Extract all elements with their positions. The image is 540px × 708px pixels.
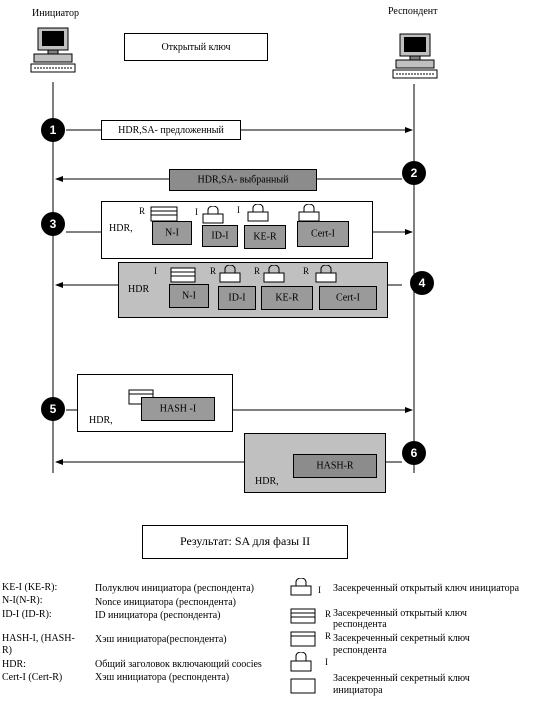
legend-term-id: ID-I (ID-R): [2, 609, 52, 620]
legend-term-hdr: HDR: [2, 659, 26, 670]
legend-public-key-responder-icon [290, 608, 316, 624]
step-4-tag-r1: R [210, 266, 217, 276]
legend-key-2-tag: R [325, 609, 332, 619]
legend-term-hash-2: R) [2, 645, 12, 656]
step-4-badge: 4 [410, 271, 434, 295]
step-3-hdr: HDR, [109, 223, 133, 234]
legend-term-ke: KE-I (KE-R): [2, 582, 58, 593]
step-6-hdr: HDR, [255, 476, 279, 487]
step-4-tag-i: I [154, 266, 157, 276]
step-3-field-certi: Cert-I [297, 221, 349, 247]
step-4-field-ni: N-I [169, 284, 209, 308]
legend-secret-key-initiator-icon [290, 678, 316, 694]
step-3-lock-icon [298, 204, 320, 222]
legend-key-1-tag: I [318, 585, 321, 595]
legend-key-3-text: Засекреченный секретный ключ [333, 633, 470, 644]
step-4-tag-r2: R [254, 266, 261, 276]
initiator-label: Инициатор [32, 8, 80, 19]
step-3-badge: 3 [41, 212, 65, 236]
step-1-message-box: HDR,SA- предложенный [101, 120, 241, 140]
legend-key-3-tag: R [325, 631, 332, 641]
step-3-field-idi: ID-I [202, 225, 238, 247]
legend-key-2-text2: респондента [333, 619, 387, 630]
step-4-lock-r3-icon [315, 265, 337, 283]
step-4-key-i-icon [170, 267, 196, 283]
legend-desc-cert: Хэш инициатора (респондента) [95, 672, 230, 683]
legend-term-hash: HASH-I, (HASH- [2, 633, 75, 644]
public-key-box: Открытый ключ [124, 33, 268, 61]
legend-key-3-text2: респондента [333, 645, 387, 656]
legend-key-5-text2: инициатора [333, 685, 383, 696]
step-3-field-ni: N-I [152, 221, 192, 245]
step-4-lock-r2-icon [263, 265, 285, 283]
step-4-tag-r3: R [303, 266, 310, 276]
legend-desc-n: Nonce инициатора (респондента) [95, 597, 237, 608]
step-3-lock-i1-icon [202, 206, 224, 224]
legend-public-key-initiator-icon [290, 578, 312, 596]
step-3-lock-i2-icon [247, 204, 269, 222]
step-5-payload: HDR, HASH -I [77, 374, 233, 432]
step-6-badge: 6 [402, 441, 426, 465]
responder-computer-icon [392, 33, 438, 79]
step-1-message: HDR,SA- предложенный [118, 125, 224, 136]
legend-desc-id: ID инициатора (респондента) [95, 610, 221, 621]
legend-key-5-text: Засекреченный секретный ключ [333, 673, 470, 684]
step-3-tag-i1: I [195, 207, 198, 217]
step-4-field-idi: ID-I [218, 286, 256, 310]
step-3-key-r-icon [150, 206, 178, 222]
result-box: Результат: SA для фазы II [142, 525, 348, 559]
legend-term-cert: Cert-I (Cert-R) [2, 672, 63, 683]
step-2-badge: 2 [402, 161, 426, 185]
initiator-computer-icon [30, 27, 76, 73]
step-3-tag-i2: I [237, 205, 240, 215]
step-5-hdr: HDR, [89, 415, 113, 426]
legend-key-4-tag: I [325, 657, 328, 667]
step-3-tag-r: R [139, 206, 146, 216]
step-2-message-box: HDR,SA- выбранный [169, 169, 317, 191]
legend-key-1-text: Засекреченный открытый ключ инициатора [333, 583, 520, 594]
legend-desc-hdr: Общий заголовок включающий coocies [95, 659, 262, 670]
result-label: Результат: SA для фазы II [179, 534, 311, 548]
step-4-field-ker: KE-R [261, 286, 313, 310]
legend-desc-ke: Полуключ инициатора (респондента) [95, 583, 254, 594]
step-3-payload: HDR, R I I N-I ID-I KE-R Cert-I [101, 201, 373, 259]
step-6-payload: HDR, HASH-R [244, 433, 386, 493]
legend-lock-initiator-icon [290, 652, 312, 672]
step-1-badge: 1 [41, 118, 65, 142]
step-3-field-ker: KE-R [244, 225, 286, 249]
responder-label: Респондент [388, 6, 438, 17]
legend-term-n: N-I(N-R): [2, 595, 43, 606]
step-4-lock-r1-icon [219, 265, 241, 283]
legend-key-2-text: Засекреченный открытый ключ [333, 608, 467, 619]
step-4-field-certi: Cert-I [319, 286, 377, 310]
step-4-payload: HDR I R R R N-I ID-I KE-R Cert-I [118, 262, 388, 318]
step-2-message: HDR,SA- выбранный [197, 174, 289, 186]
step-4-hdr: HDR [128, 284, 150, 295]
legend-desc-hash: Хэш инициатора(респондента) [95, 634, 227, 645]
step-6-field-hash: HASH-R [293, 454, 377, 478]
legend-secret-key-responder-icon [290, 631, 316, 647]
step-5-badge: 5 [41, 397, 65, 421]
step-5-field-hash: HASH -I [141, 397, 215, 421]
public-key-label: Открытый ключ [161, 42, 231, 53]
